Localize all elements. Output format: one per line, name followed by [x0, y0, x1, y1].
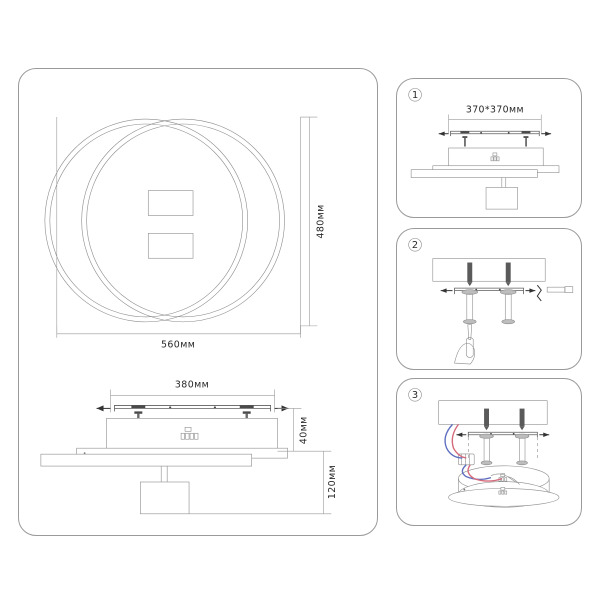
step-3-fixing-screws [479, 433, 530, 466]
step-2-wall-plug [536, 284, 574, 302]
step-1-panel: 1 370*370мм [396, 78, 582, 218]
step-2-bracket-bar [440, 287, 536, 295]
step-1-mounting-bar [438, 130, 552, 147]
step-3-ceiling-anchors [484, 408, 525, 431]
step-3-number: 3 [412, 390, 418, 401]
width-dimension-560: 560мм [56, 117, 301, 351]
main-panel-graphics: 560мм 480мм 380мм [40, 116, 338, 515]
side-view-canopy [140, 466, 190, 515]
side-view-fixture-body [106, 418, 278, 452]
height-dimension-label: 480мм [315, 204, 326, 238]
step-2-panel: 2 [396, 228, 582, 370]
step-2-ceiling-anchors [467, 262, 511, 287]
step-3-number-badge: 3 [408, 388, 422, 402]
total-height-dimension-120: 120мм [189, 450, 338, 515]
step-3-fixture-body [448, 465, 560, 508]
bracket-width-label: 380мм [175, 380, 209, 391]
total-height-label: 120мм [327, 465, 338, 499]
step-2-number: 2 [412, 240, 418, 251]
step-1-number: 1 [412, 90, 418, 101]
step-3-panel: 3 [396, 378, 582, 526]
step-1-fixture [410, 147, 560, 210]
bracket-height-label: 40мм [298, 416, 309, 444]
step-1-dimension: 370*370мм [448, 105, 542, 134]
step-1-dimension-label: 370*370мм [466, 105, 524, 116]
step-2-graphics: 2 [408, 238, 574, 365]
step-3-wiring [444, 423, 520, 485]
main-dimensions-panel: 560мм 480мм 380мм [18, 68, 378, 536]
step-1-center-emblem [490, 152, 500, 162]
side-view-diffuser-plates [40, 447, 288, 467]
step-3-ceiling-slab [438, 400, 548, 425]
step-3-graphics: 3 [408, 388, 560, 508]
step-2-ceiling-slab [432, 258, 546, 282]
height-dimension-480: 480мм [300, 116, 326, 327]
step-3-fixture-emblem [498, 473, 508, 495]
bracket-height-dimension-40: 40мм [277, 408, 309, 452]
center-modules [147, 190, 194, 259]
fixture-center-emblem [180, 427, 199, 440]
step-2-fixing-screws [461, 289, 517, 325]
step-1-number-badge: 1 [408, 88, 422, 102]
width-dimension-label: 560мм [161, 340, 195, 351]
step-2-screwdriver [454, 324, 475, 365]
step-1-graphics: 1 370*370мм [408, 88, 560, 210]
step-2-number-badge: 2 [408, 238, 422, 252]
top-view-rings [44, 118, 285, 323]
